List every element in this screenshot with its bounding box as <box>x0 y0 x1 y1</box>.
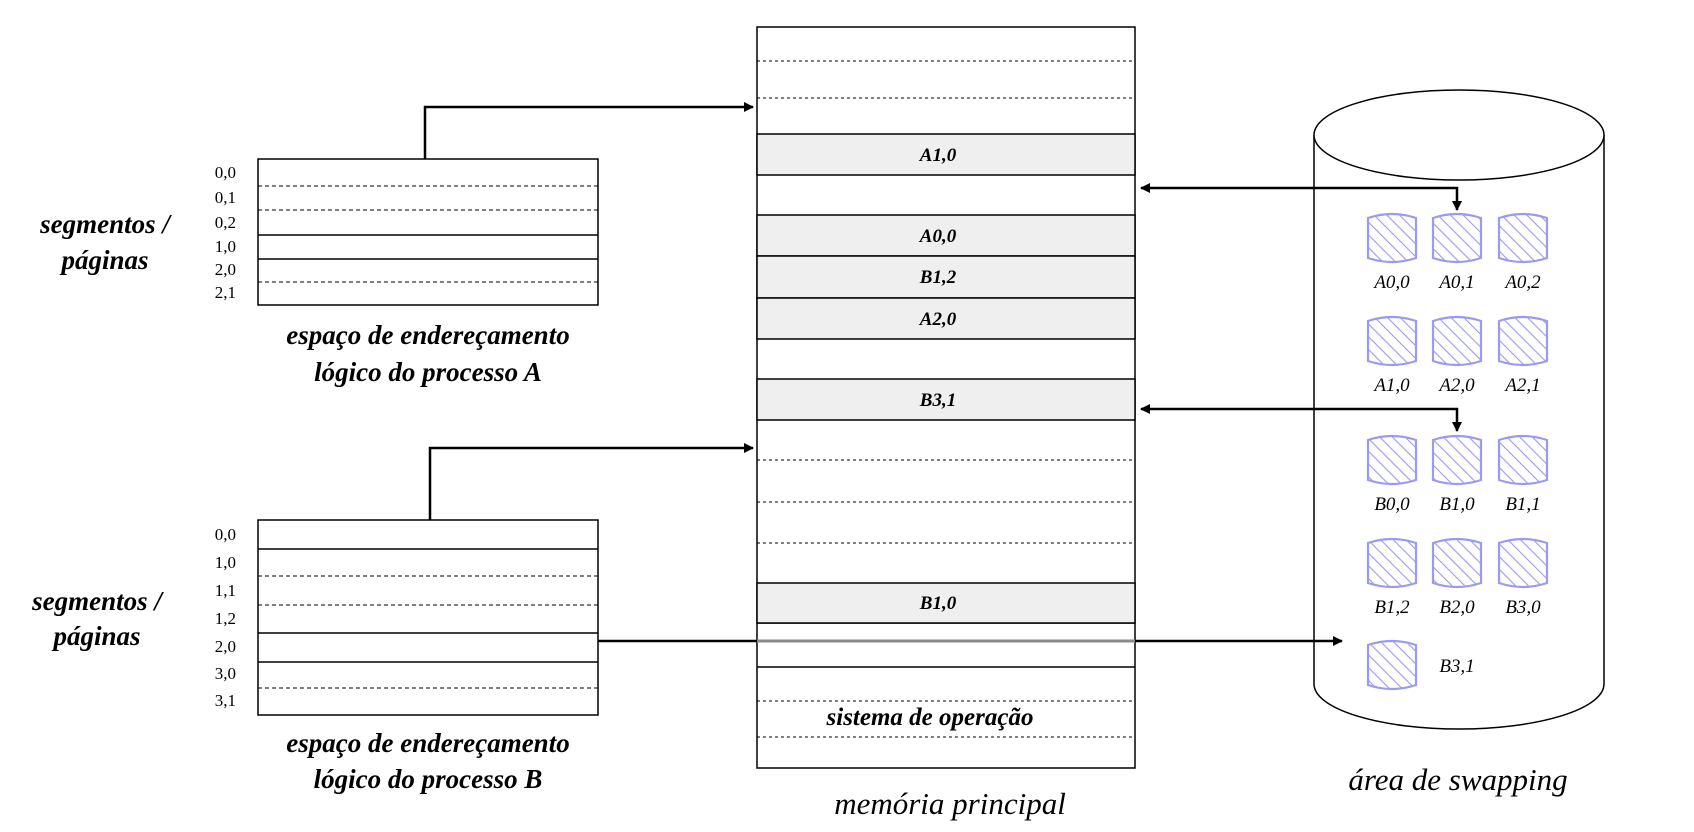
swap-page-label: A2,0 <box>1437 375 1475 396</box>
process-a-row-label: 2,1 <box>215 283 236 302</box>
process-b-row-label: 1,2 <box>215 609 236 628</box>
swap-page-label: A0,2 <box>1503 272 1541 293</box>
swap-page-icon <box>1431 434 1483 486</box>
swap-page-label: B3,1 <box>1439 656 1474 677</box>
swap-area-title: área de swapping <box>1348 762 1567 797</box>
swap-page-label: B1,1 <box>1505 494 1540 515</box>
swap-page-label: B1,2 <box>1374 597 1410 618</box>
memory-frame-occupied <box>756 133 1136 176</box>
memory-frame-label: A0,0 <box>919 226 957 247</box>
operating-system-label: sistema de operação <box>826 704 1034 731</box>
swap-page-icon <box>1366 537 1418 589</box>
memory-frame-occupied <box>756 582 1136 624</box>
process-b-row-label: 3,1 <box>215 691 236 710</box>
process-b-row-label: 0,0 <box>215 525 236 544</box>
swap-page-label: A0,0 <box>1372 272 1410 293</box>
memory-frame-occupied <box>756 297 1136 340</box>
process-b-row-label: 1,1 <box>215 581 236 600</box>
process-a-row-label: 0,1 <box>215 188 236 207</box>
process-b-row-label: 1,0 <box>215 553 236 572</box>
memory-frame-label: B1,0 <box>919 593 957 614</box>
process-a-row-label: 0,0 <box>215 163 236 182</box>
memory-frame-occupied <box>756 378 1136 421</box>
process-b-row-label: 3,0 <box>215 664 236 683</box>
swap-page-icon <box>1431 537 1483 589</box>
memory-frame-label: B1,2 <box>919 267 957 288</box>
process-a-row-label: 1,0 <box>215 237 236 256</box>
swap-page-icon <box>1366 212 1418 264</box>
process-a-row-label: 0,2 <box>215 213 236 232</box>
process-b-mapping-arrow <box>428 443 754 520</box>
main-memory-title: memória principal <box>834 786 1066 821</box>
swap-page-label: A0,1 <box>1437 272 1474 293</box>
main-memory: A1,0 A0,0 B1,2 A2,0 B3,1 B1,0 sistema de… <box>756 26 1136 821</box>
memory-frame-occupied <box>756 214 1136 257</box>
swap-page-label: A2,1 <box>1503 375 1540 396</box>
process-a-axis-label-line2: páginas <box>59 245 148 275</box>
process-a-axis-label-line1: segmentos / <box>39 209 172 239</box>
process-b-caption-line2: lógico do processo B <box>314 764 543 794</box>
swap-page-icon <box>1366 315 1418 367</box>
process-b-caption-line1: espaço de endereçamento <box>286 728 569 758</box>
swap-transfer-arrow-a01 <box>1140 183 1462 211</box>
swap-page-icon <box>1431 315 1483 367</box>
process-a-caption-line1: espaço de endereçamento <box>286 320 569 350</box>
swap-page-label: B3,0 <box>1505 597 1541 618</box>
swap-page-label: B1,0 <box>1439 494 1475 515</box>
process-a-caption-line2: lógico do processo A <box>314 357 542 387</box>
swap-pages: A0,0 A0,1 A0,2A1,0 A2,0 A2,1B0,0 B1,0 B1,1B1,2… <box>1366 212 1549 691</box>
swap-page-label: A1,0 <box>1372 375 1410 396</box>
swap-cylinder-top <box>1313 89 1605 181</box>
swap-page-icon <box>1366 639 1418 691</box>
process-b-address-space: segmentos / páginas 0,0 1,0 1,1 1,2 2,0 … <box>31 443 754 794</box>
process-a-table <box>257 158 599 306</box>
swap-page-label: B0,0 <box>1374 494 1410 515</box>
swap-page-icon <box>1497 212 1549 264</box>
process-a-row-label: 2,0 <box>215 260 236 279</box>
memory-frame-label: A2,0 <box>919 309 957 330</box>
process-b-row-label: 2,0 <box>215 637 236 656</box>
memory-frame-label: A1,0 <box>919 145 957 166</box>
swap-transfer-arrow-b10 <box>1140 404 1462 432</box>
memory-frame-label: B3,1 <box>919 390 956 411</box>
process-a-address-space: segmentos / páginas 0,0 0,1 0,2 1,0 2,0 … <box>39 102 754 387</box>
process-b-axis-label-line1: segmentos / <box>31 586 164 616</box>
swap-page-label: B2,0 <box>1439 597 1475 618</box>
process-a-mapping-arrow <box>423 102 754 159</box>
process-b-axis-label-line2: páginas <box>51 621 140 651</box>
process-b-table <box>257 519 599 716</box>
swap-page-icon <box>1497 315 1549 367</box>
swap-area: A0,0 A0,1 A0,2A1,0 A2,0 A2,1B0,0 B1,0 B1,1B1,2… <box>1313 89 1605 797</box>
swap-page-icon <box>1366 434 1418 486</box>
swap-page-icon <box>1431 212 1483 264</box>
swap-page-icon <box>1497 537 1549 589</box>
memory-frame-occupied <box>756 255 1136 299</box>
swap-page-icon <box>1497 434 1549 486</box>
